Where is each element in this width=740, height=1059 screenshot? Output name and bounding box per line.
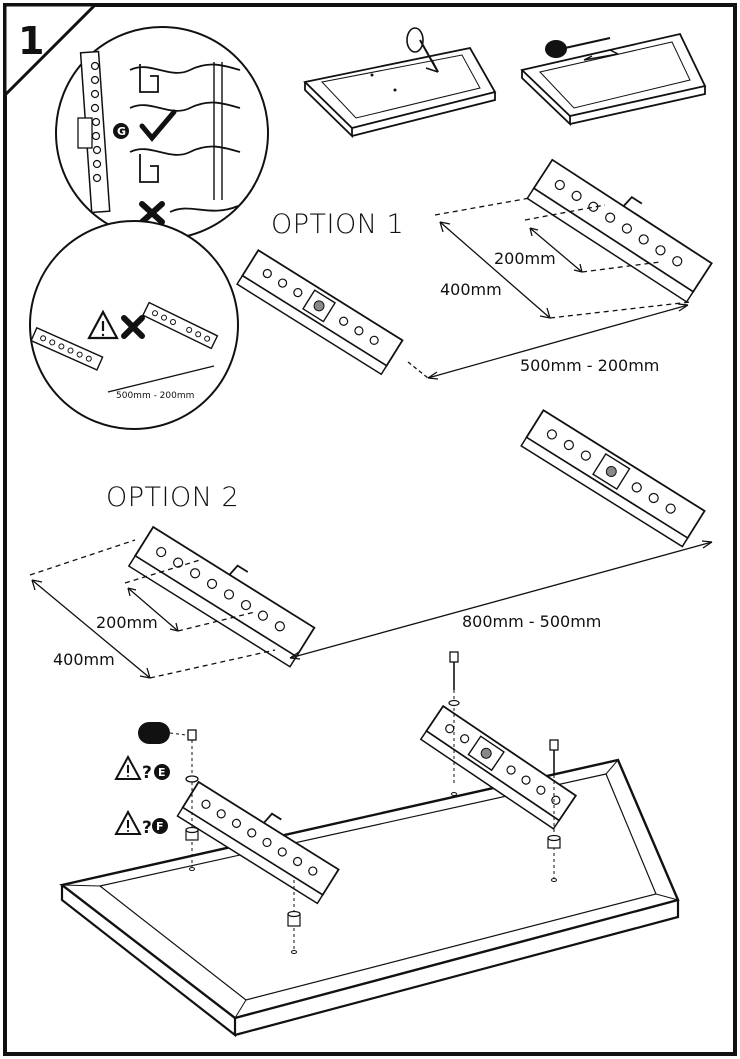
step-corner: 1 <box>3 3 99 99</box>
bolt-icon <box>448 651 460 785</box>
hook-detail-circle: G <box>55 26 269 240</box>
warning-triangle-icon <box>87 309 119 340</box>
question-mark-e: ? <box>142 763 152 783</box>
option1-span-dimension: 500mm - 200mm <box>520 356 659 375</box>
badge-e-icon <box>154 764 170 780</box>
tv-mount-holes <box>189 792 557 954</box>
option1-outer-dimension: 400mm <box>440 280 502 299</box>
badge-g-icon <box>113 123 129 139</box>
mount-bracket-left <box>176 780 340 905</box>
option2-inner-dimension: 200mm <box>96 613 158 632</box>
tv-back-small-left <box>303 27 497 139</box>
warning-triangle-icon <box>114 754 142 780</box>
option1-inner-dimension: 200mm <box>494 249 556 268</box>
option2-span-dimension: 800mm - 500mm <box>462 612 601 631</box>
option2-label: OPTION 2 <box>106 482 239 513</box>
mount-bracket-right <box>419 704 578 830</box>
spacer-icon <box>287 880 301 952</box>
option1-dimensions <box>407 197 691 380</box>
spacer-icon <box>185 826 199 841</box>
option2-outer-dimension: 400mm <box>53 650 115 669</box>
option1-left-bracket <box>236 248 404 376</box>
badge-g-label: G <box>117 125 126 138</box>
cap-icon <box>138 722 187 744</box>
option1-label: OPTION 1 <box>271 209 404 240</box>
badge-e-label: E <box>158 766 166 779</box>
tape-measure-icon <box>545 37 619 61</box>
step-number: 1 <box>18 19 44 63</box>
cross-icon <box>121 315 145 339</box>
bolt-icon <box>185 729 199 870</box>
option2-dimensions <box>29 539 713 679</box>
warning-detail-circle: 500mm - 200mm <box>29 220 239 430</box>
tv-back-large <box>59 758 680 1038</box>
badge-f-label: F <box>156 820 164 833</box>
tape-measure-icon <box>406 27 439 73</box>
option1-right-bracket <box>526 158 713 303</box>
page-frame <box>3 3 737 1056</box>
cross-icon <box>139 201 165 225</box>
bolt-icon <box>547 739 561 880</box>
spacer-icon <box>547 834 561 849</box>
washer-icon <box>185 775 199 783</box>
warning-span-dimension: 500mm - 200mm <box>116 391 194 401</box>
question-mark-f: ? <box>142 818 152 838</box>
option2-left-bracket <box>127 525 316 668</box>
option2-right-bracket <box>520 409 706 548</box>
badge-f-icon <box>152 818 168 834</box>
checkmark-icon <box>139 109 177 142</box>
tv-back-small-right <box>520 32 707 127</box>
warning-triangle-icon <box>114 809 142 835</box>
